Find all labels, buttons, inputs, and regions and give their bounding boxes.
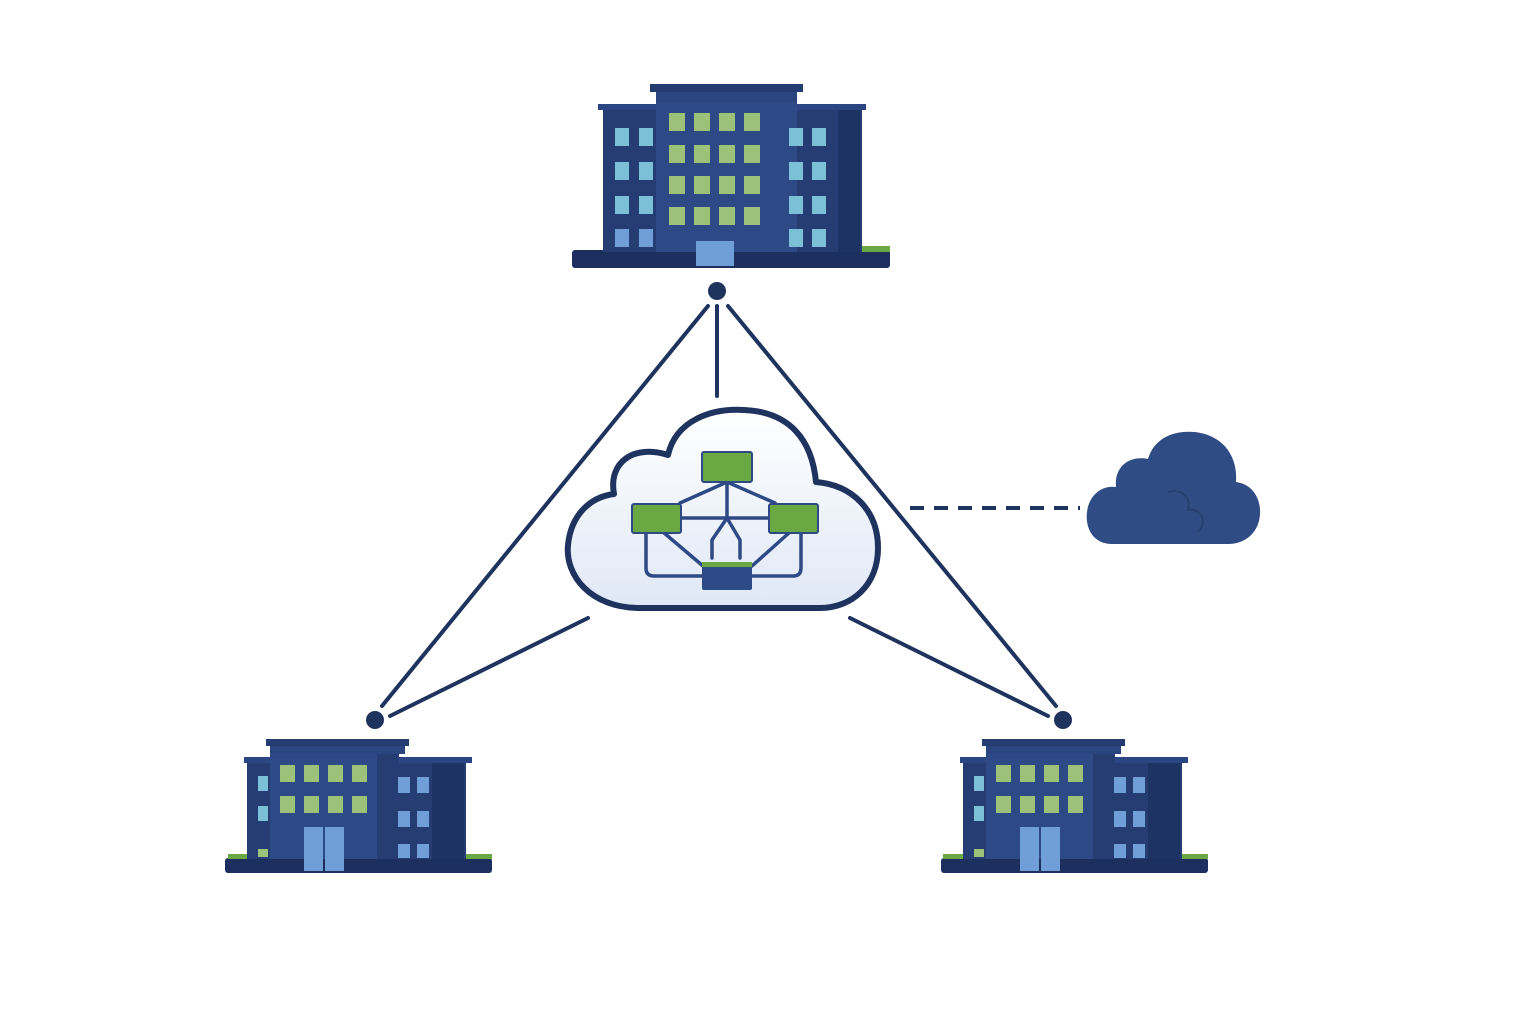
connection-points <box>366 282 1072 729</box>
office-building-icon <box>941 739 1208 873</box>
connection-point-hq <box>708 282 726 300</box>
cloud-icon <box>1086 431 1261 544</box>
connection-point-branch-left <box>366 711 384 729</box>
edge-branch-right-central-cloud <box>848 616 1050 718</box>
edge-branch-left-central-cloud <box>388 616 590 718</box>
cloud-network-icon <box>564 406 881 611</box>
edge-hq-branch-right <box>726 304 1058 708</box>
connection-point-branch-right <box>1054 711 1072 729</box>
connections <box>380 304 1080 718</box>
network-node-bottom <box>702 562 752 590</box>
edge-hq-branch-left <box>380 304 710 708</box>
office-building-icon <box>572 84 890 268</box>
network-node-left <box>631 503 682 534</box>
office-building-icon <box>225 739 492 873</box>
network-node-right <box>768 503 819 534</box>
network-node-top <box>701 451 753 483</box>
